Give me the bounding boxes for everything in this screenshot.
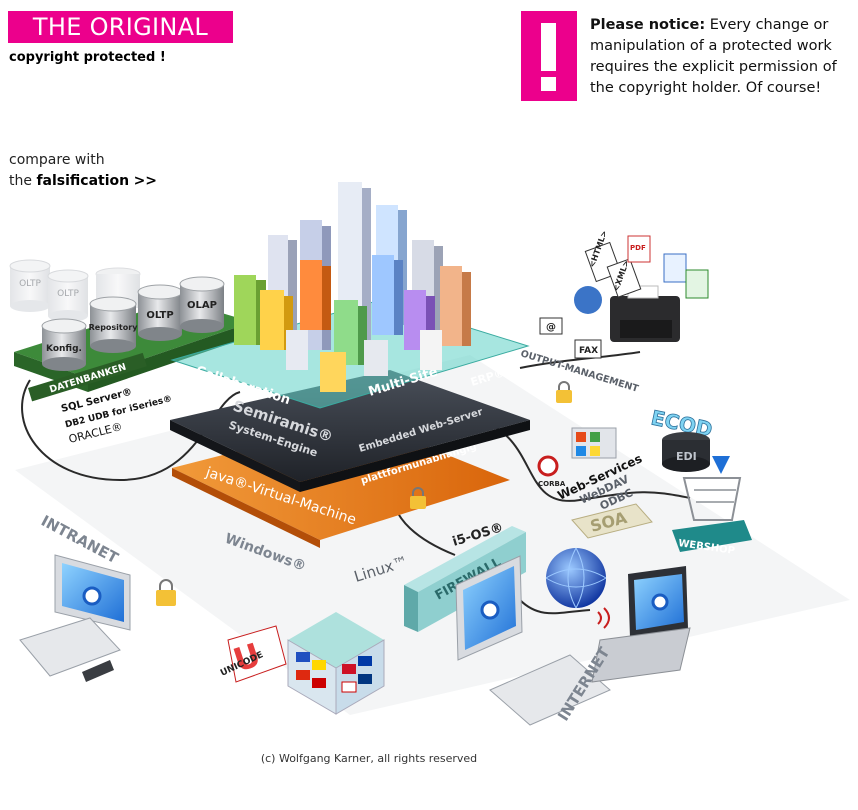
ghost-cylinder-label: OLTP [57, 289, 79, 299]
ghost-cylinder-label: OLTP [19, 279, 41, 289]
cylinder-label: OLAP [187, 300, 217, 311]
db-cylinder: OLAP [180, 277, 224, 333]
edi-label: EDI [676, 450, 697, 463]
corba-label: CORBA [538, 480, 566, 488]
doc-email: @ [546, 322, 556, 333]
db-cylinder: Repository [89, 297, 139, 353]
db-cylinder: Konfig. [42, 319, 86, 371]
intranet-computer [20, 555, 130, 682]
output-management: <HTML> <XML> PDF FAX @ [540, 229, 708, 358]
browser-icon [84, 588, 100, 604]
internet-globe-icon [546, 548, 606, 608]
doc-pdf: PDF [630, 244, 646, 252]
doc-fax: FAX [579, 346, 598, 356]
browser-icon [653, 595, 667, 609]
footer-copyright: (c) Wolfgang Karner, all rights reserved [0, 752, 738, 765]
db-cylinder: OLTP [138, 285, 182, 341]
browser-icon [482, 602, 498, 618]
cylinder-label: Konfig. [46, 344, 82, 354]
cylinder-label: Repository [89, 323, 139, 332]
lock-icon [556, 382, 572, 403]
cylinder-label: OLTP [146, 310, 173, 321]
